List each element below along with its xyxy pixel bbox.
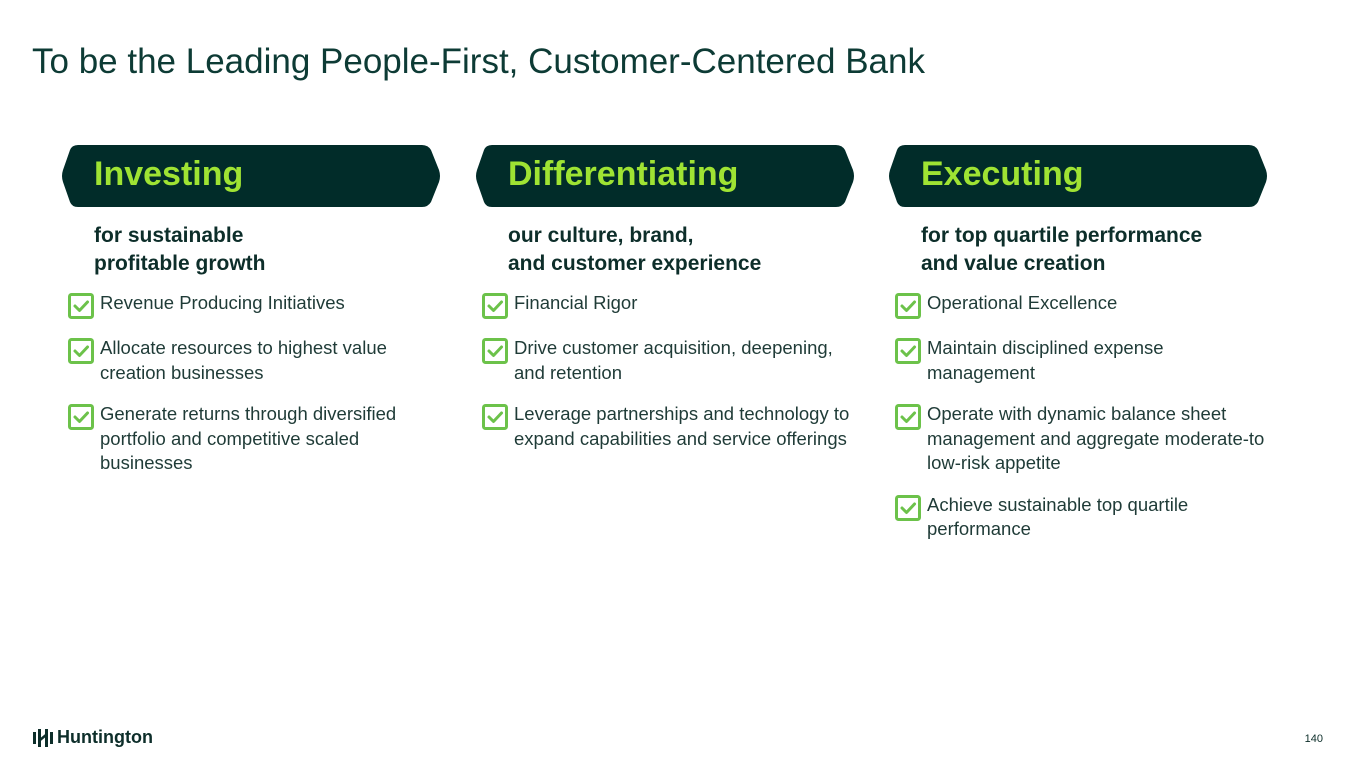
list-item: Maintain disciplined expense management <box>889 336 1269 385</box>
list-item-text: Leverage partnerships and technology to … <box>514 403 850 449</box>
pillar-header-label: Executing <box>921 155 1084 193</box>
subtitle-line: and customer experience <box>508 252 762 275</box>
checkbox-checked-icon <box>895 293 921 319</box>
list-item: Operational Excellence <box>889 291 1269 319</box>
pillar-header: Investing <box>62 145 440 207</box>
checkbox-checked-icon <box>68 404 94 430</box>
pillar-header-label: Differentiating <box>508 155 739 193</box>
list-item: Leverage partnerships and technology to … <box>476 402 856 451</box>
list-item-text: Drive customer acquisition, deepening, a… <box>514 337 833 383</box>
checkbox-checked-icon <box>68 293 94 319</box>
pillar-header-label: Investing <box>94 155 244 193</box>
pillar-column-differentiating: Differentiating our culture, brand, and c… <box>476 145 856 468</box>
pillar-header: Differentiating <box>476 145 854 207</box>
subtitle-line: our culture, brand, <box>508 224 694 247</box>
huntington-logo-icon <box>33 728 53 747</box>
subtitle-line: for top quartile performance <box>921 224 1203 247</box>
subtitle-line: for sustainable <box>94 224 244 247</box>
list-item: Generate returns through diversified por… <box>62 402 442 476</box>
pillar-subtitle: for top quartile performance and value cr… <box>921 222 1269 278</box>
checkbox-checked-icon <box>68 338 94 364</box>
list-item-text: Operate with dynamic balance sheet manag… <box>927 403 1265 473</box>
checkbox-checked-icon <box>895 404 921 430</box>
list-item: Financial Rigor <box>476 291 856 319</box>
subtitle-line: profitable growth <box>94 252 266 275</box>
list-item-text: Operational Excellence <box>927 292 1118 313</box>
list-item-text: Generate returns through diversified por… <box>100 403 397 473</box>
pillar-subtitle: our culture, brand, and customer experien… <box>508 222 856 278</box>
list-item: Allocate resources to highest value crea… <box>62 336 442 385</box>
page-number: 140 <box>1304 733 1323 745</box>
checkbox-checked-icon <box>895 494 921 521</box>
page-title: To be the Leading People-First, Customer… <box>32 42 925 81</box>
checkbox-checked-icon <box>482 293 508 319</box>
pillar-column-executing: Executing for top quartile performance an… <box>889 145 1269 559</box>
checkbox-checked-icon <box>482 404 508 430</box>
huntington-logo: Huntington <box>33 727 153 748</box>
pillar-subtitle: for sustainable profitable growth <box>94 222 442 278</box>
list-item-text: Financial Rigor <box>514 292 638 313</box>
list-item: Achieve sustainable top quartile perform… <box>889 493 1269 542</box>
subtitle-line: and value creation <box>921 252 1106 275</box>
checklist: Operational Excellence Maintain discipli… <box>889 291 1269 542</box>
pillar-header: Executing <box>889 145 1267 207</box>
list-item-text: Achieve sustainable top quartile perform… <box>927 493 1189 540</box>
list-item: Operate with dynamic balance sheet manag… <box>889 402 1269 476</box>
logo-text: Huntington <box>57 727 153 747</box>
list-item: Drive customer acquisition, deepening, a… <box>476 336 856 385</box>
list-item-text: Allocate resources to highest value crea… <box>100 337 387 383</box>
checkbox-checked-icon <box>895 338 921 364</box>
checkbox-checked-icon <box>482 338 508 364</box>
checklist: Financial Rigor Drive customer acquisiti… <box>476 291 856 451</box>
checklist: Revenue Producing Initiatives Allocate r… <box>62 291 442 476</box>
pillar-column-investing: Investing for sustainable profitable grow… <box>62 145 442 493</box>
list-item: Revenue Producing Initiatives <box>62 291 442 319</box>
list-item-text: Revenue Producing Initiatives <box>100 292 345 313</box>
list-item-text: Maintain disciplined expense management <box>927 337 1164 383</box>
